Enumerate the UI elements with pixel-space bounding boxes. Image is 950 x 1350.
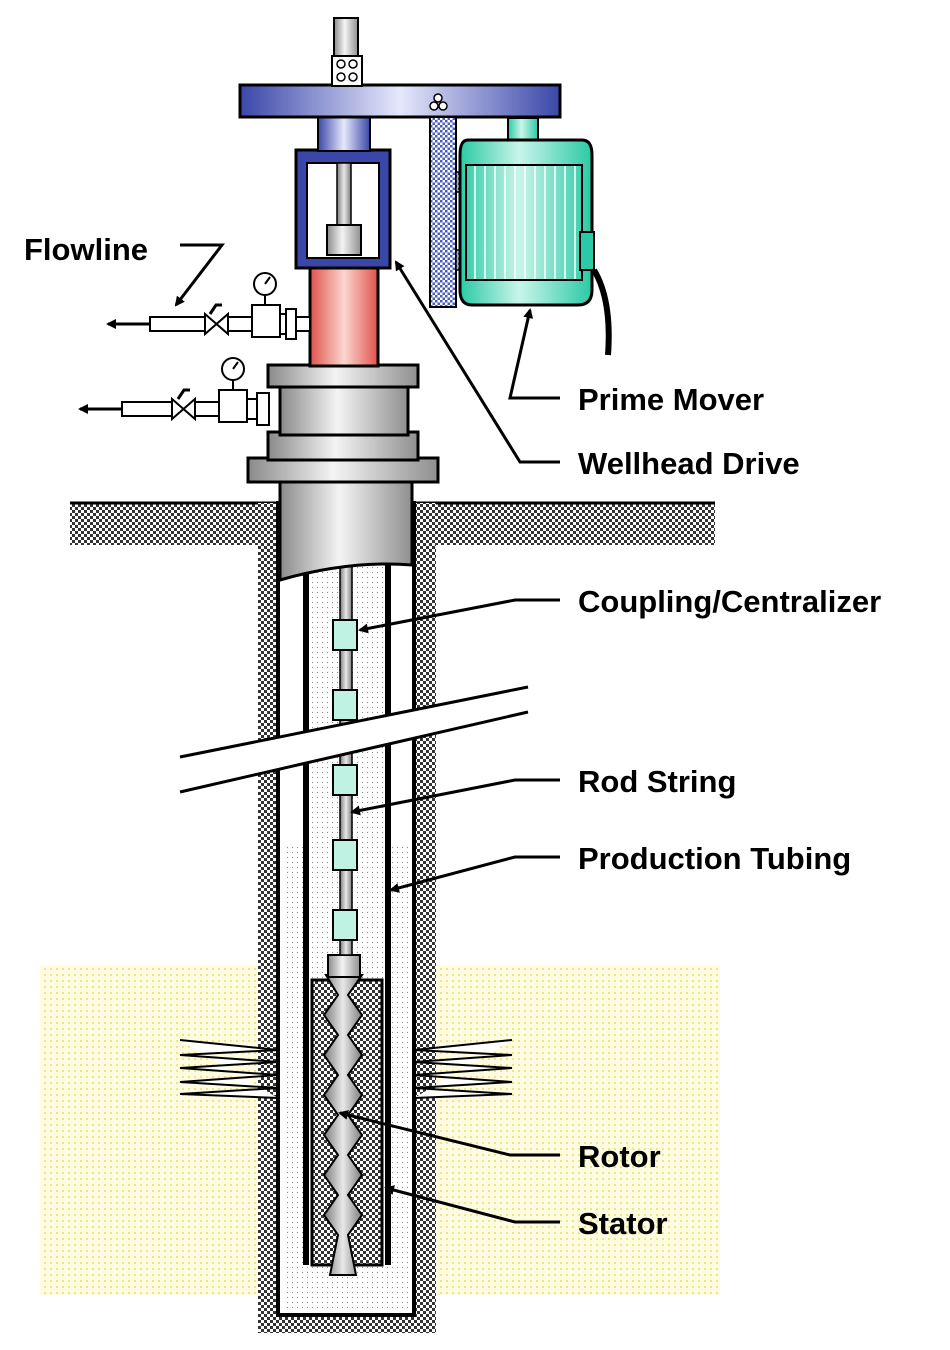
label-prime-mover: Prime Mover xyxy=(578,382,765,417)
leader-lines xyxy=(174,243,560,1224)
perforations-left xyxy=(179,1039,279,1099)
label-production-tubing: Production Tubing xyxy=(578,841,852,876)
shaft-bearing-icon xyxy=(433,93,443,103)
perforations-right xyxy=(413,1039,513,1099)
wellhead-drive-frame xyxy=(294,114,392,270)
prime-mover-motor xyxy=(458,117,612,356)
leader-stator xyxy=(384,1185,560,1224)
leader-production-tubing xyxy=(389,855,560,893)
drive-top-plate xyxy=(238,83,562,119)
coupling-3 xyxy=(332,764,358,796)
polished-rod-top xyxy=(331,17,363,87)
coupling-4 xyxy=(332,839,358,871)
rod-couplings xyxy=(332,619,358,941)
casing-head xyxy=(246,363,440,582)
coupling-1 xyxy=(332,619,358,651)
leader-rotor xyxy=(338,1110,560,1157)
leader-coupling xyxy=(358,598,560,634)
coupling-5 xyxy=(332,909,358,941)
belt-housing xyxy=(429,116,471,308)
leader-prime-mover xyxy=(508,308,560,400)
leader-flowline xyxy=(174,243,226,307)
leader-wellhead-drive xyxy=(394,260,560,464)
label-coupling-centralizer: Coupling/Centralizer xyxy=(578,584,882,619)
depth-break xyxy=(179,685,529,794)
label-rotor: Rotor xyxy=(578,1139,661,1174)
label-rod-string: Rod String xyxy=(578,764,737,799)
label-wellhead-drive: Wellhead Drive xyxy=(578,446,800,481)
label-stator: Stator xyxy=(578,1206,668,1241)
flowline-upper xyxy=(106,272,311,340)
rotor xyxy=(322,954,364,1276)
coupling-2 xyxy=(332,689,358,721)
flowline-lower xyxy=(78,357,270,426)
stuffing-box xyxy=(308,266,380,368)
label-flowline: Flowline xyxy=(24,232,148,267)
leader-rod-string xyxy=(350,778,560,816)
